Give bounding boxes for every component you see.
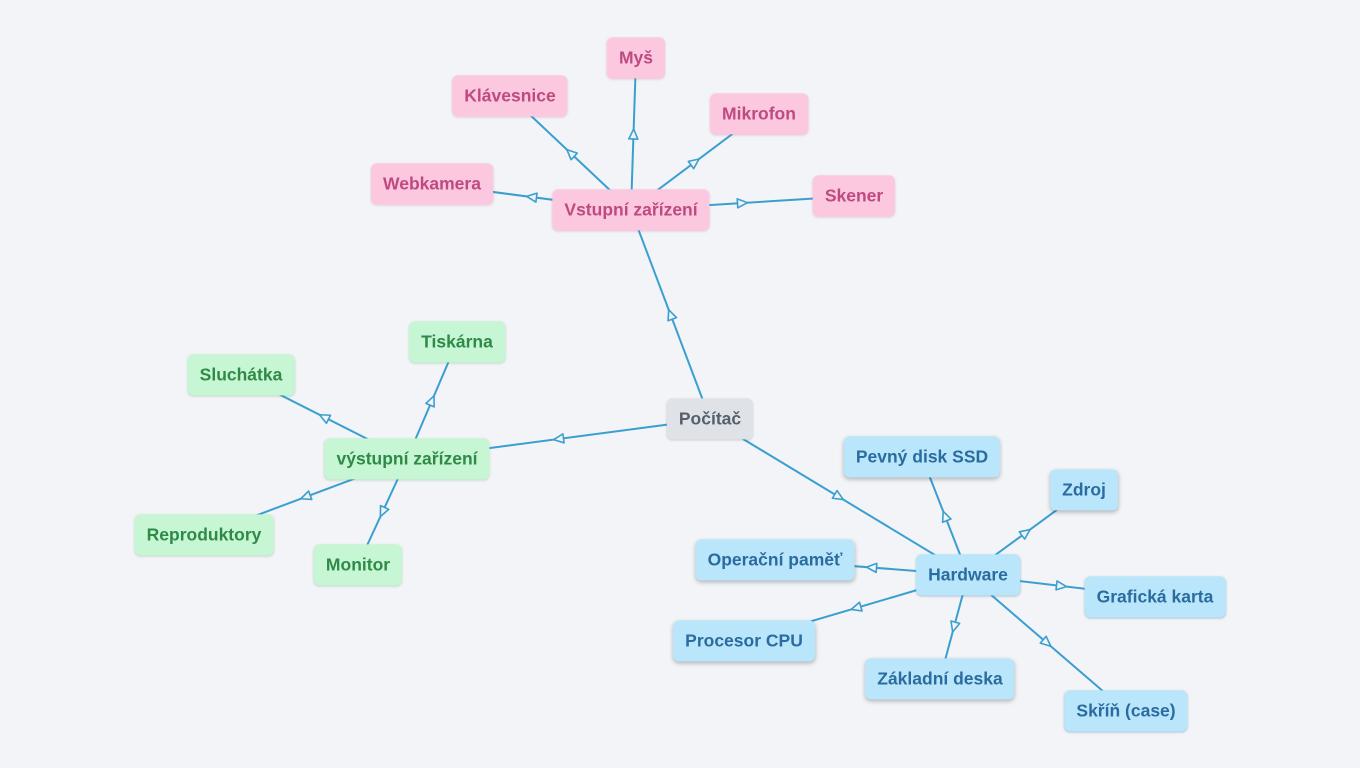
node-hardware[interactable]: Hardware	[916, 554, 1020, 596]
node-procesor-cpu[interactable]: Procesor CPU	[673, 620, 815, 662]
arrow-icon	[300, 490, 313, 501]
arrow-icon	[379, 504, 390, 518]
node-skener[interactable]: Skener	[812, 175, 896, 217]
node-klavesnice[interactable]: Klávesnice	[452, 75, 568, 117]
arrow-icon	[736, 198, 749, 209]
arrow-icon	[687, 158, 700, 170]
node-vystupni-zarizeni[interactable]: výstupní zařízení	[324, 438, 490, 480]
node-sluchatka[interactable]: Sluchátka	[187, 354, 295, 396]
arrow-icon	[667, 309, 678, 322]
node-reproduktory[interactable]: Reproduktory	[134, 514, 274, 556]
node-operacni-pamet[interactable]: Operační paměť	[695, 539, 855, 581]
arrow-icon	[1018, 528, 1031, 540]
node-mikrofon[interactable]: Mikrofon	[710, 93, 808, 135]
node-zakladni-deska[interactable]: Základní deska	[865, 658, 1015, 700]
arrow-icon	[1055, 580, 1068, 591]
arrow-icon	[831, 489, 845, 501]
node-graficka-karta[interactable]: Grafická karta	[1084, 576, 1226, 618]
node-pevny-disk-ssd[interactable]: Pevný disk SSD	[843, 436, 1001, 478]
node-pocitac[interactable]: Počítač	[666, 398, 754, 440]
node-tiskarna[interactable]: Tiskárna	[409, 321, 505, 363]
node-webkamera[interactable]: Webkamera	[371, 163, 493, 205]
arrow-icon	[566, 148, 579, 161]
arrow-icon	[850, 601, 863, 612]
node-mys[interactable]: Myš	[606, 37, 666, 79]
arrow-icon	[425, 395, 435, 408]
node-vstupni-zarizeni[interactable]: Vstupní zařízení	[552, 189, 710, 231]
arrow-icon	[950, 620, 961, 633]
arrow-icon	[318, 413, 332, 425]
arrow-icon	[525, 192, 538, 203]
node-monitor[interactable]: Monitor	[313, 544, 403, 586]
node-skrin-case[interactable]: Skříň (case)	[1064, 690, 1188, 732]
arrow-icon	[628, 128, 639, 140]
arrow-icon	[865, 562, 878, 574]
arrow-icon	[941, 510, 952, 524]
arrow-icon	[552, 433, 565, 444]
node-zdroj[interactable]: Zdroj	[1050, 469, 1118, 511]
arrow-icon	[1039, 635, 1052, 648]
